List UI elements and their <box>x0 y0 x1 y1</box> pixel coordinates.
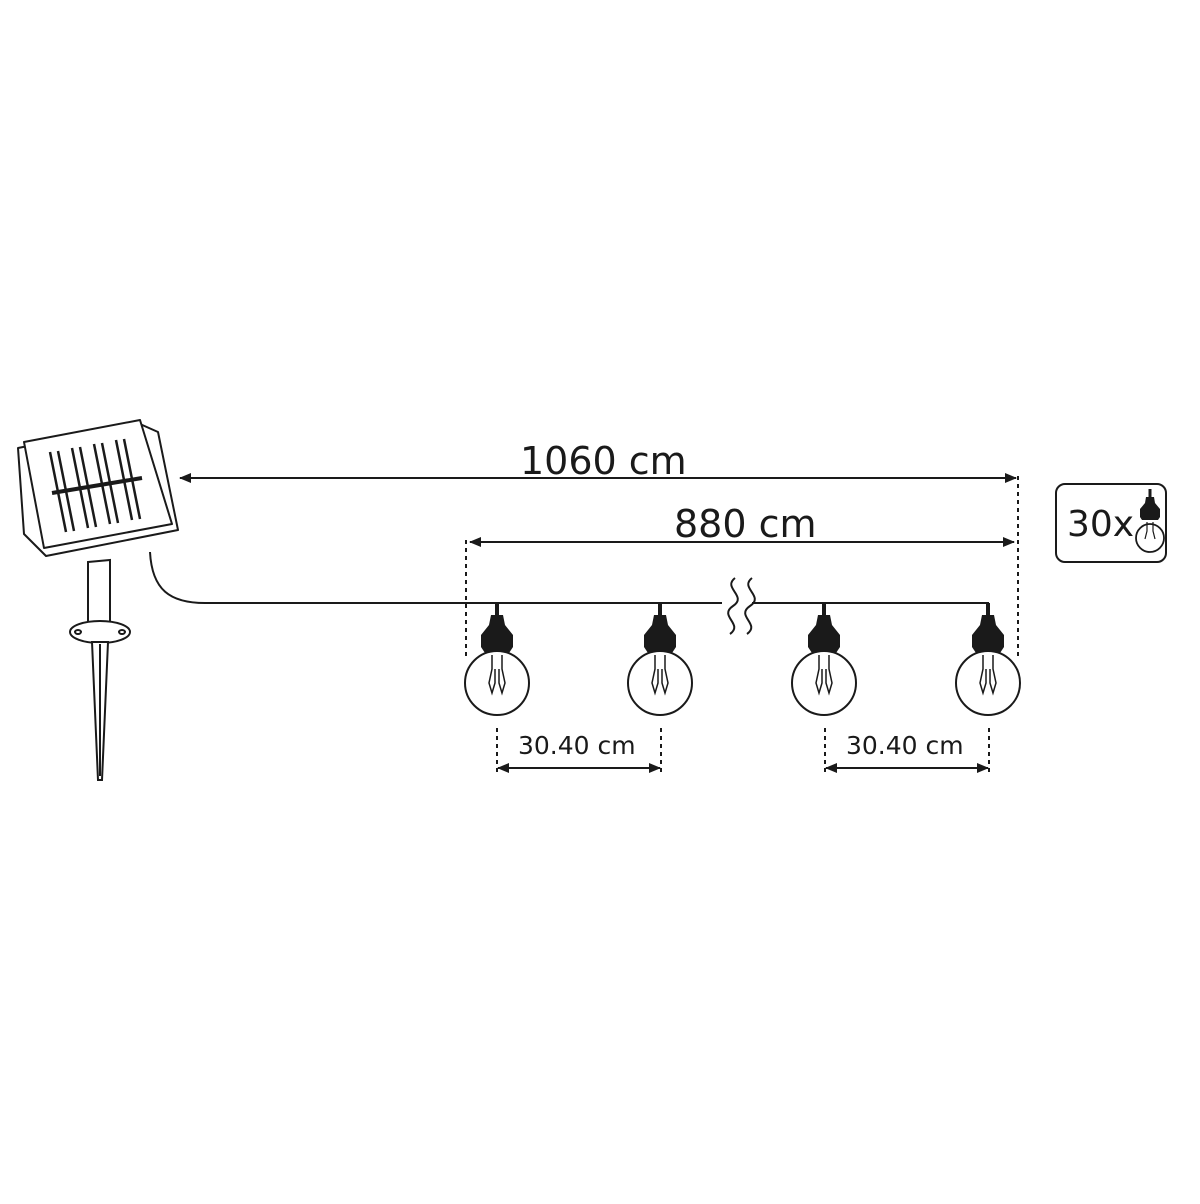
spacing-right-label: 30.40 cm <box>846 731 964 760</box>
total-length-label: 1060 cm <box>520 439 687 483</box>
cable <box>149 551 989 620</box>
lit-length-label: 880 cm <box>674 502 817 546</box>
bulb <box>791 603 857 716</box>
bulb <box>627 603 693 716</box>
bulb <box>955 603 1021 716</box>
bulb-count-badge: 30x <box>1055 483 1167 563</box>
cable-break-symbol <box>727 577 756 635</box>
dimension-line-spacing-left <box>496 728 662 773</box>
spacing-left-label: 30.40 cm <box>518 731 636 760</box>
bulb-count-label: 30x <box>1067 504 1135 545</box>
dimension-line-total <box>179 473 1019 660</box>
dimension-line-spacing-right <box>824 728 990 773</box>
dimension-line-lit <box>465 537 1015 660</box>
bulb <box>464 603 530 716</box>
ground-stake <box>69 558 131 781</box>
solar-panel <box>17 419 179 557</box>
bulb-icon <box>1135 489 1165 563</box>
